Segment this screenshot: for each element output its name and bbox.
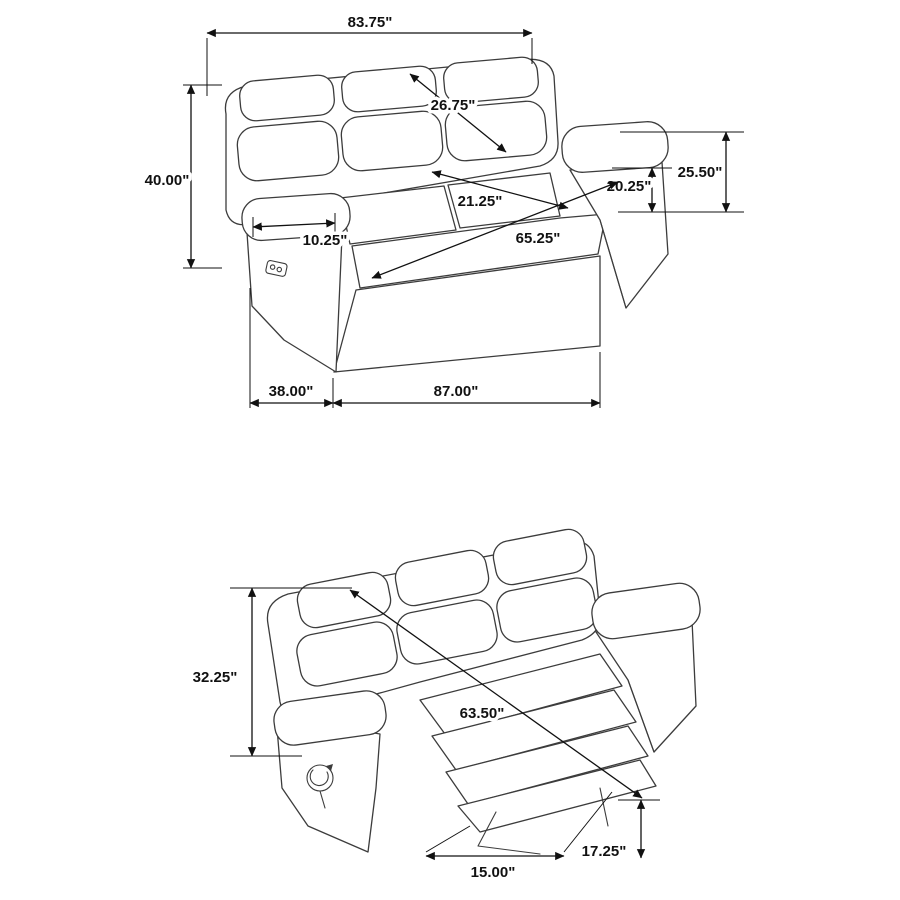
upright-dimensions: 83.75" 26.75" 40.00" 25.50" 20.25" 21.25… bbox=[141, 11, 744, 408]
reclined-headrest-right bbox=[492, 528, 588, 586]
ext-footrest-width-right bbox=[563, 791, 613, 853]
dim-line-back-diagonal bbox=[409, 73, 507, 153]
dim-label-seat-depth: 21.25" bbox=[458, 193, 503, 210]
dim-line-reclined-depth bbox=[349, 589, 643, 799]
dim-label-arm-height: 25.50" bbox=[678, 164, 723, 181]
dim-label-footrest-width: 15.00" bbox=[471, 864, 516, 881]
dim-label-depth: 38.00" bbox=[269, 383, 314, 400]
power-button-plate bbox=[265, 260, 288, 277]
dim-label-arm-width: 10.25" bbox=[303, 232, 348, 249]
dim-line-interior-width bbox=[371, 181, 619, 279]
lumbar-cushion-center bbox=[340, 110, 444, 172]
dim-label-front-width: 87.00" bbox=[434, 383, 479, 400]
dim-label-overall-height: 40.00" bbox=[145, 172, 190, 189]
dim-label-overall-width: 83.75" bbox=[348, 14, 393, 31]
right-arm-pad bbox=[561, 121, 669, 173]
dim-label-reclined-depth: 63.50" bbox=[460, 705, 505, 722]
headrest-cushion-left bbox=[239, 74, 335, 122]
recline-lever-stem bbox=[319, 790, 326, 809]
power-button bbox=[265, 260, 288, 277]
power-button-dot-2 bbox=[276, 266, 283, 273]
reclined-dimensions: 32.25" 63.50" 15.00" 17.25" bbox=[189, 587, 660, 885]
footrest-strut-left bbox=[477, 811, 541, 855]
lumbar-cushion-left bbox=[236, 120, 340, 182]
dim-line-arm-width bbox=[252, 219, 336, 231]
recline-lever bbox=[306, 764, 334, 809]
dim-label-interior-width: 65.25" bbox=[516, 230, 561, 247]
dim-label-back-diagonal: 26.75" bbox=[431, 97, 476, 114]
ext-footrest-width-left bbox=[425, 825, 471, 853]
headrest-cushion-center bbox=[341, 65, 437, 113]
power-button-dot-1 bbox=[269, 264, 276, 270]
dim-label-reclined-height: 32.25" bbox=[193, 669, 238, 686]
dim-label-seat-height: 20.25" bbox=[607, 178, 652, 195]
dim-label-footrest-height: 17.25" bbox=[582, 843, 627, 860]
recline-lever-arrow-head bbox=[326, 764, 333, 771]
sofa-reclined-drawing bbox=[266, 528, 701, 855]
recline-lever-arrow-arc bbox=[309, 769, 329, 787]
